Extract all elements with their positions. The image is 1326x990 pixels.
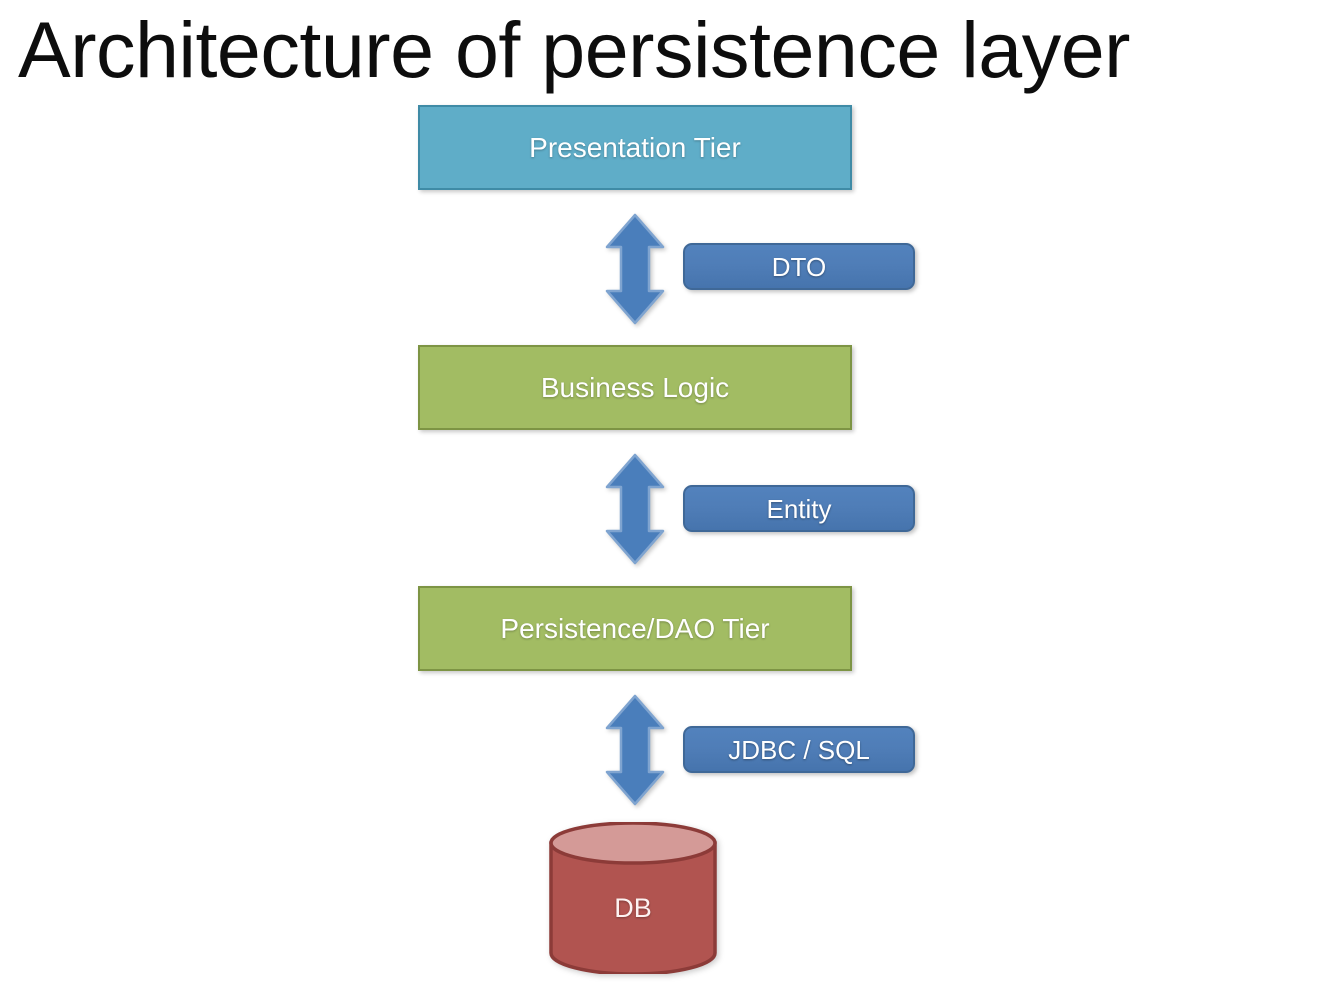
double-arrow-icon-entity [603, 453, 667, 565]
tier-label-persistence-dao: Persistence/DAO Tier [500, 612, 770, 644]
connector-badge-jdbc-sql[interactable]: JDBC / SQL [683, 726, 915, 773]
tier-box-presentation[interactable]: Presentation Tier [418, 105, 852, 190]
tier-label-presentation: Presentation Tier [529, 131, 741, 163]
page-title: Architecture of persistence layer [18, 5, 1130, 94]
connector-badge-entity[interactable]: Entity [683, 485, 915, 532]
connector-badge-dto[interactable]: DTO [683, 243, 915, 290]
tier-box-persistence-dao[interactable]: Persistence/DAO Tier [418, 586, 852, 671]
tier-label-business-logic: Business Logic [540, 371, 730, 403]
connector-badge-label-entity: Entity [766, 493, 832, 524]
connector-badge-label-jdbc-sql: JDBC / SQL [728, 734, 870, 765]
double-arrow-icon-jdbc-sql [603, 694, 667, 806]
double-arrow-icon-dto [603, 213, 667, 325]
tier-box-business-logic[interactable]: Business Logic [418, 345, 852, 430]
connector-badge-label-dto: DTO [771, 251, 827, 282]
database-cylinder-icon[interactable] [548, 822, 718, 974]
